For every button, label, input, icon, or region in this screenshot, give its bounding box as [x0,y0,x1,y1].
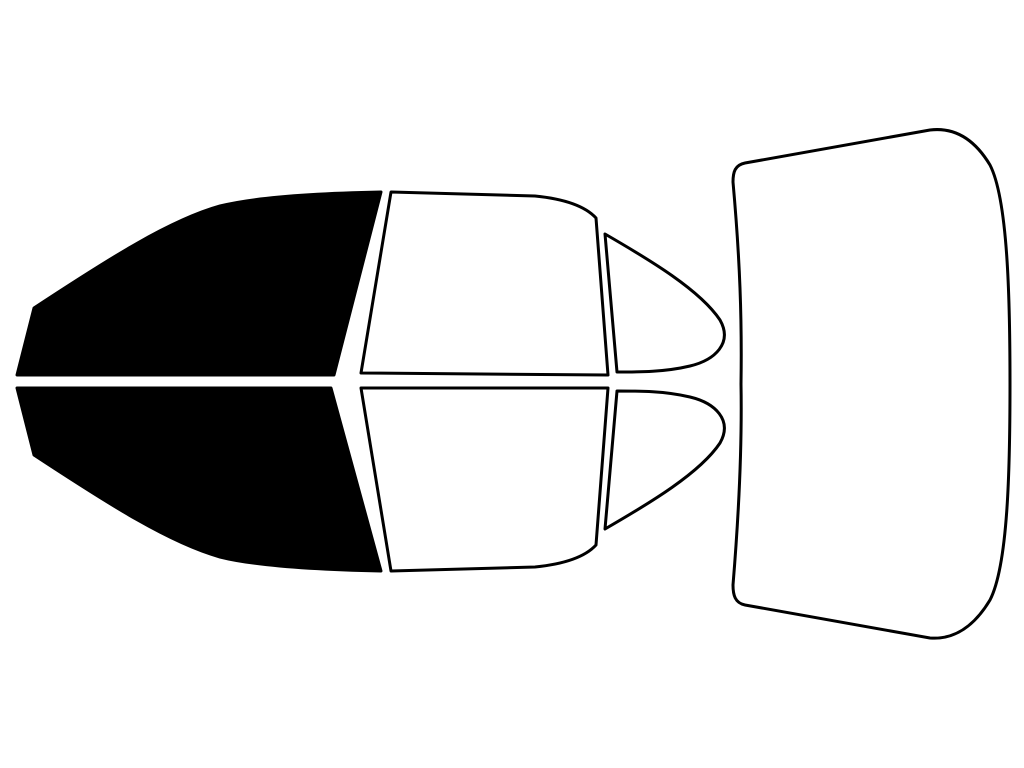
rear-windshield [731,128,1012,640]
front-left-window [15,190,383,377]
rear-right-window [359,386,610,573]
front-right-window [15,386,383,573]
rear-left-quarter-window [603,232,726,374]
rear-left-window [359,190,610,377]
rear-right-quarter-window [603,389,726,531]
